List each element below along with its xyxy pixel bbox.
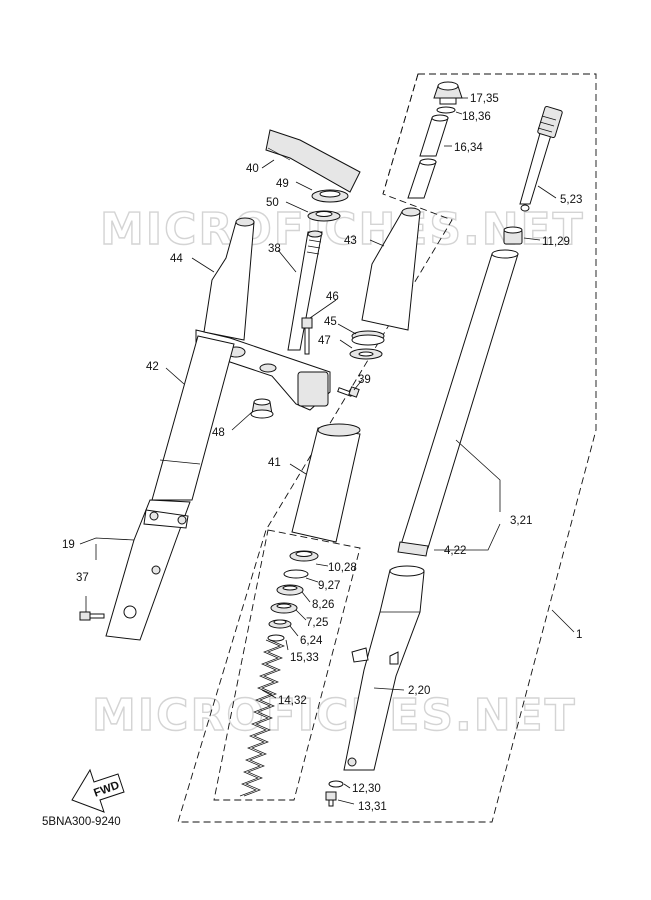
callout-47: 47 [318, 335, 331, 347]
watermark-bottom: MICROFICHES.NET [92, 690, 577, 741]
callout-13-31: 13,31 [358, 801, 387, 813]
fwd-arrow-icon: FWD [71, 768, 125, 813]
nut-45 [351, 330, 385, 346]
callout-4-22: 4,22 [444, 545, 466, 557]
callout-16-34: 16,34 [454, 142, 483, 154]
callout-2-20: 2,20 [408, 685, 430, 697]
callout-19: 19 [62, 539, 75, 551]
callout-46: 46 [326, 291, 339, 303]
clip-9 [283, 569, 309, 579]
seal-8 [276, 584, 304, 596]
callout-42: 42 [146, 361, 159, 373]
outer-tube-19 [105, 499, 191, 641]
fork-outer-tube [397, 249, 519, 557]
o-ring-18 [436, 106, 456, 114]
spacer-16 [419, 114, 449, 157]
diagram-code: 5BNA300-9240 [42, 816, 121, 828]
seal-50 [307, 210, 341, 222]
outline-right-assembly [177, 73, 597, 823]
callout-6-24: 6,24 [300, 635, 323, 647]
callout-15-33: 15,33 [290, 652, 319, 664]
bolt-39 [337, 386, 360, 398]
callout-43: 43 [344, 235, 357, 247]
bush-6 [268, 619, 292, 629]
steering-stem-38 [287, 230, 323, 351]
inner-tube-42 [151, 335, 235, 501]
fork-slider [343, 565, 425, 771]
bush-11 [503, 226, 523, 245]
outline-upper-inner [382, 73, 419, 195]
bolt-46 [301, 317, 313, 355]
callout-1: 1 [576, 629, 582, 641]
callout-48: 48 [212, 427, 225, 439]
callout-17-35: 17,35 [470, 93, 499, 105]
callout-39: 39 [358, 374, 371, 386]
callout-3-21: 3,21 [510, 515, 532, 527]
leader-lines [79, 97, 575, 805]
callout-5-23: 5,23 [560, 194, 582, 206]
boot-41 [291, 423, 361, 543]
callout-41: 41 [268, 457, 281, 469]
callout-9-27: 9,27 [318, 580, 340, 592]
collar-48 [250, 398, 274, 419]
callout-37: 37 [76, 572, 89, 584]
callout-40: 40 [246, 163, 259, 175]
callout-12-30: 12,30 [352, 783, 381, 795]
callout-18-36: 18,36 [462, 111, 491, 123]
callout-45: 45 [324, 316, 337, 328]
callout-8-26: 8,26 [312, 599, 334, 611]
outline-lower-inner [213, 529, 361, 801]
callout-44: 44 [170, 253, 183, 265]
cap-bolt-17 [433, 81, 463, 105]
callout-labels: 17,35 18,36 16,34 5,23 11,29 40 49 50 43… [62, 93, 582, 813]
bolt-37 [79, 611, 105, 621]
callout-50: 50 [266, 197, 279, 209]
fork-cover-44 [203, 217, 255, 341]
watermark-top: MICROFICHES.NET [100, 204, 585, 255]
bearing-49 [311, 189, 349, 203]
callout-11-29: 11,29 [542, 236, 570, 248]
washer-7 [270, 602, 298, 614]
spring-14 [239, 639, 285, 797]
callout-14-32: 14,32 [278, 695, 307, 707]
spacer-16b [407, 158, 437, 199]
cover-40 [265, 129, 361, 193]
bolt-13 [325, 791, 337, 807]
ring-15 [267, 634, 285, 642]
group-outlines [177, 73, 597, 823]
callout-49: 49 [276, 178, 289, 190]
washer-12 [328, 780, 344, 788]
washer-47 [349, 348, 383, 360]
seal-10 [289, 550, 319, 562]
callout-38: 38 [268, 243, 281, 255]
callout-7-25: 7,25 [306, 617, 328, 629]
damper-rod [519, 105, 563, 212]
callout-10-28: 10,28 [328, 562, 357, 574]
fork-cover-43 [361, 207, 421, 331]
